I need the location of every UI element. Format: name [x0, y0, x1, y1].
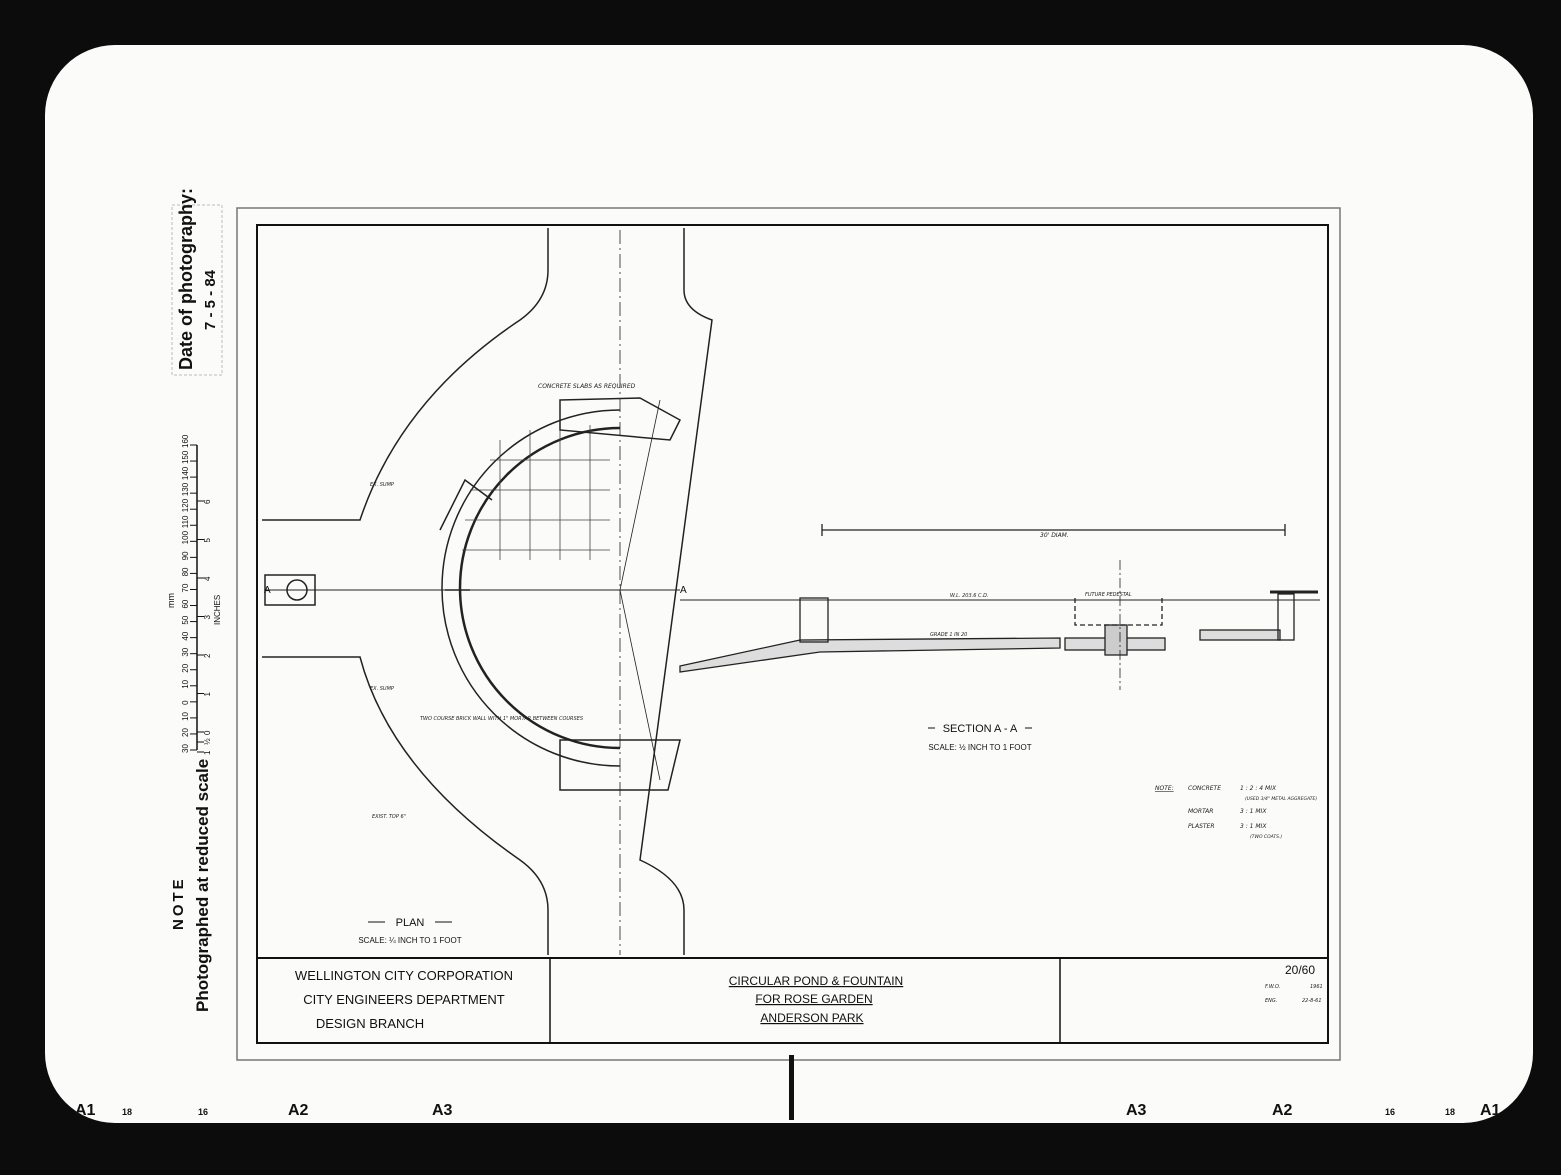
scale-unit-inches: INCHES	[213, 595, 222, 625]
plan-label-sump-1: EX. SUMP	[370, 482, 394, 488]
mm-tick-label: 10	[181, 679, 190, 688]
mm-tick-label: 130	[181, 482, 190, 496]
material-notes: NOTE: CONCRETE 1 : 2 : 4 MIX (USED 3/4" …	[1155, 785, 1317, 840]
date-value: 7 - 5 - 84	[202, 269, 219, 330]
inch-tick-label: 6	[203, 499, 212, 504]
mm-tick-label: 10	[181, 711, 190, 720]
mm-tick-label: 160	[181, 434, 190, 448]
drawing-title-line-3: ANDERSON PARK	[760, 1011, 863, 1025]
mm-tick-label: 0	[181, 700, 190, 705]
note-concrete-extra: (USED 3/4" METAL AGGREGATE)	[1245, 796, 1317, 802]
mm-tick-label: 120	[181, 498, 190, 512]
note-text: Photographed at reduced scale	[193, 759, 212, 1012]
bottom-mark: A1	[1480, 1102, 1501, 1119]
mm-tick-label: 50	[181, 615, 190, 624]
mm-tick-label: 60	[181, 599, 190, 608]
inner-border	[256, 224, 1329, 1044]
mm-tick-label: 20	[181, 727, 190, 736]
plan-title: PLAN	[396, 917, 425, 929]
plan-label-slabs: CONCRETE SLABS AS REQUIRED	[538, 383, 636, 390]
plan-label-exist-top: EXIST. TOP 6"	[372, 814, 406, 820]
inch-tick-label: 2	[203, 653, 212, 658]
mm-tick-label: 30	[181, 744, 190, 753]
fwo-value: 1961	[1310, 984, 1323, 990]
mm-tick-label: 140	[181, 466, 190, 480]
bottom-mark: 16	[1385, 1107, 1395, 1117]
bottom-mark: A2	[1272, 1102, 1293, 1119]
inch-tick-label: 3	[203, 615, 212, 620]
section-diameter: 30' DIAM.	[1040, 532, 1069, 539]
mm-tick-label: 20	[181, 663, 190, 672]
note-title: NOTE	[170, 876, 187, 930]
plan-view	[262, 228, 713, 955]
mm-tick-label: 90	[181, 551, 190, 560]
reduced-scale-note: NOTE Photographed at reduced scale	[170, 759, 212, 1012]
center-mark	[789, 1055, 794, 1120]
note-concrete-material: CONCRETE	[1188, 785, 1221, 792]
inch-tick-label: 4	[203, 576, 212, 581]
note-mortar-material: MORTAR	[1188, 808, 1213, 815]
inch-tick-label: 1	[203, 750, 212, 755]
drawing-number: 20/60	[1285, 963, 1315, 977]
plan-label-sump-2: EX. SUMP	[370, 686, 394, 692]
plan-scale: SCALE: ¼ INCH TO 1 FOOT	[358, 936, 461, 945]
date-label: Date of photography:	[176, 188, 196, 370]
mm-tick-label: 110	[181, 515, 190, 528]
inch-tick-label: 0	[203, 730, 212, 735]
bottom-mark: A1	[75, 1102, 96, 1119]
eng-value: 22-8-61	[1302, 998, 1322, 1004]
plan-section-marker: A	[264, 585, 271, 596]
inch-tick-label: 5	[203, 538, 212, 543]
inch-tick-label: ½	[203, 738, 212, 745]
section-label-pedestal: FUTURE PEDESTAL	[1085, 592, 1132, 598]
bottom-marks: A1 18 16 A2 A3 A3 A2 16 18 A1	[75, 1102, 1501, 1119]
plan-label-brick-wall: TWO COURSE BRICK WALL WITH 1" MORTAR BET…	[420, 716, 584, 722]
fwo-label: F.W.O.	[1265, 984, 1280, 990]
section-label-grade: GRADE 1 IN 20	[930, 632, 967, 638]
section-label-water-level: W.L. 203.6 C.D.	[950, 593, 989, 599]
note-plaster-material: PLASTER	[1188, 823, 1215, 830]
mm-tick-label: 30	[181, 647, 190, 656]
org-line-2: CITY ENGINEERS DEPARTMENT	[303, 992, 505, 1007]
mm-tick-label: 80	[181, 567, 190, 576]
drawing-title-line-2: FOR ROSE GARDEN	[755, 992, 872, 1006]
bottom-mark: 16	[198, 1107, 208, 1117]
scale-unit-mm: mm	[166, 593, 176, 608]
section-title: SECTION A - A	[943, 723, 1018, 735]
org-line-1: WELLINGTON CITY CORPORATION	[295, 968, 513, 983]
mm-tick-label: 70	[181, 583, 190, 592]
bottom-mark: 18	[1445, 1107, 1455, 1117]
date-of-photography: Date of photography: 7 - 5 - 84	[171, 188, 223, 376]
section-view	[679, 524, 1320, 690]
eng-label: ENG.	[1265, 998, 1277, 1004]
scale-bar: 3020100102030405060708090100110120130140…	[166, 434, 222, 755]
mm-tick-label: 100	[181, 530, 190, 544]
section-marker: A	[680, 585, 687, 596]
notes-label: NOTE:	[1155, 785, 1174, 792]
bottom-mark: A3	[1126, 1102, 1147, 1119]
note-concrete-mix: 1 : 2 : 4 MIX	[1240, 785, 1277, 792]
note-plaster-mix: 3 : 1 MIX	[1240, 823, 1267, 830]
inch-tick-label: 1	[203, 692, 212, 697]
paper	[45, 45, 1533, 1123]
title-block: WELLINGTON CITY CORPORATION CITY ENGINEE…	[257, 957, 1328, 1043]
bottom-mark: 18	[122, 1107, 132, 1117]
drawing-title-line-1: CIRCULAR POND & FOUNTAIN	[729, 974, 903, 988]
mm-tick-label: 40	[181, 631, 190, 640]
outer-border	[236, 207, 1341, 1061]
note-mortar-mix: 3 : 1 MIX	[1240, 808, 1267, 815]
bottom-mark: A3	[432, 1102, 453, 1119]
note-plaster-extra: (TWO COATS.)	[1250, 834, 1282, 840]
section-scale: SCALE: ½ INCH TO 1 FOOT	[928, 743, 1031, 752]
mm-tick-label: 150	[181, 450, 190, 464]
bottom-mark: A2	[288, 1102, 309, 1119]
org-line-3: DESIGN BRANCH	[316, 1016, 424, 1031]
